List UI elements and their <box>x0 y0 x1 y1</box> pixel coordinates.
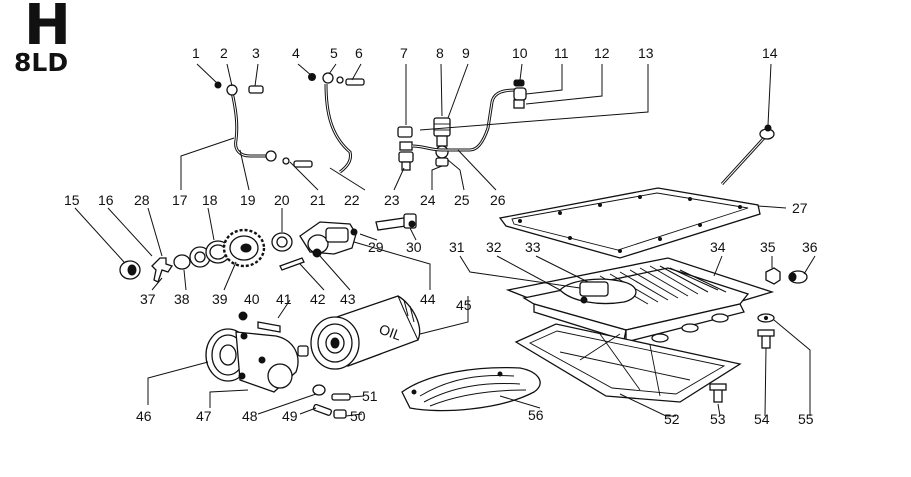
drain-plugs <box>765 267 808 285</box>
oil-pan-gasket <box>498 187 761 259</box>
callout-50: 50 <box>350 408 366 424</box>
callout-17: 17 <box>172 192 188 208</box>
callout-20: 20 <box>274 192 290 208</box>
filter-housing <box>205 328 309 393</box>
heat-shield <box>401 367 541 412</box>
callout-53: 53 <box>710 411 726 427</box>
callout-54: 54 <box>754 411 770 427</box>
callout-56: 56 <box>528 407 544 423</box>
callout-1: 1 <box>192 45 200 61</box>
callout-30: 30 <box>406 239 422 255</box>
callout-48: 48 <box>242 408 258 424</box>
callout-47: 47 <box>196 408 212 424</box>
callout-9: 9 <box>462 45 470 61</box>
callout-12: 12 <box>594 45 610 61</box>
callout-7: 7 <box>400 45 408 61</box>
callout-41: 41 <box>276 291 292 307</box>
oil-line-left <box>214 81 313 168</box>
callout-16: 16 <box>98 192 114 208</box>
callout-32: 32 <box>486 239 502 255</box>
callout-numbers: 1 2 3 4 5 6 7 8 9 10 11 12 13 14 15 16 1… <box>64 45 818 427</box>
callout-45: 45 <box>456 297 472 313</box>
callout-35: 35 <box>760 239 776 255</box>
callout-18: 18 <box>202 192 218 208</box>
dipstick <box>720 124 775 186</box>
callout-11: 11 <box>554 45 569 61</box>
callout-21: 21 <box>310 192 326 208</box>
engine-model: 8LD <box>14 48 69 77</box>
callout-23: 23 <box>384 192 400 208</box>
callout-55: 55 <box>798 411 814 427</box>
callout-46: 46 <box>136 408 152 424</box>
callout-4: 4 <box>292 45 300 61</box>
callout-49: 49 <box>282 408 298 424</box>
callout-44: 44 <box>420 291 436 307</box>
callout-37: 37 <box>140 291 156 307</box>
callout-43: 43 <box>340 291 356 307</box>
callout-26: 26 <box>490 192 506 208</box>
callout-52: 52 <box>664 411 680 427</box>
callout-39: 39 <box>212 291 228 307</box>
callout-31: 31 <box>449 239 465 255</box>
callout-2: 2 <box>220 45 228 61</box>
callout-25: 25 <box>454 192 470 208</box>
callout-13: 13 <box>638 45 654 61</box>
oil-filter: OIL <box>310 295 421 370</box>
oil-line-right <box>308 72 365 174</box>
callout-14: 14 <box>762 45 778 61</box>
section-letter: H <box>24 0 71 58</box>
callout-19: 19 <box>240 192 256 208</box>
callout-8: 8 <box>436 45 444 61</box>
callout-33: 33 <box>525 239 541 255</box>
bottom-plate <box>514 323 742 403</box>
callout-29: 29 <box>368 239 384 255</box>
oil-pump-assembly <box>119 213 417 283</box>
pan-bolts <box>709 313 775 403</box>
oil-line-center <box>397 79 527 171</box>
callout-36: 36 <box>802 239 818 255</box>
callout-28: 28 <box>134 192 150 208</box>
callout-24: 24 <box>420 192 436 208</box>
callout-22: 22 <box>344 192 360 208</box>
callout-27: 27 <box>792 200 808 216</box>
callout-5: 5 <box>330 45 338 61</box>
callout-15: 15 <box>64 192 80 208</box>
callout-40: 40 <box>244 291 260 307</box>
callout-42: 42 <box>310 291 326 307</box>
filter-label: OIL <box>377 321 404 344</box>
callout-38: 38 <box>174 291 190 307</box>
leader-lines <box>74 63 816 417</box>
callout-51: 51 <box>362 388 378 404</box>
callout-3: 3 <box>252 45 260 61</box>
callout-6: 6 <box>355 45 363 61</box>
callout-34: 34 <box>710 239 726 255</box>
callout-10: 10 <box>512 45 528 61</box>
oil-pan <box>505 257 775 343</box>
housing-fasteners <box>238 311 351 419</box>
